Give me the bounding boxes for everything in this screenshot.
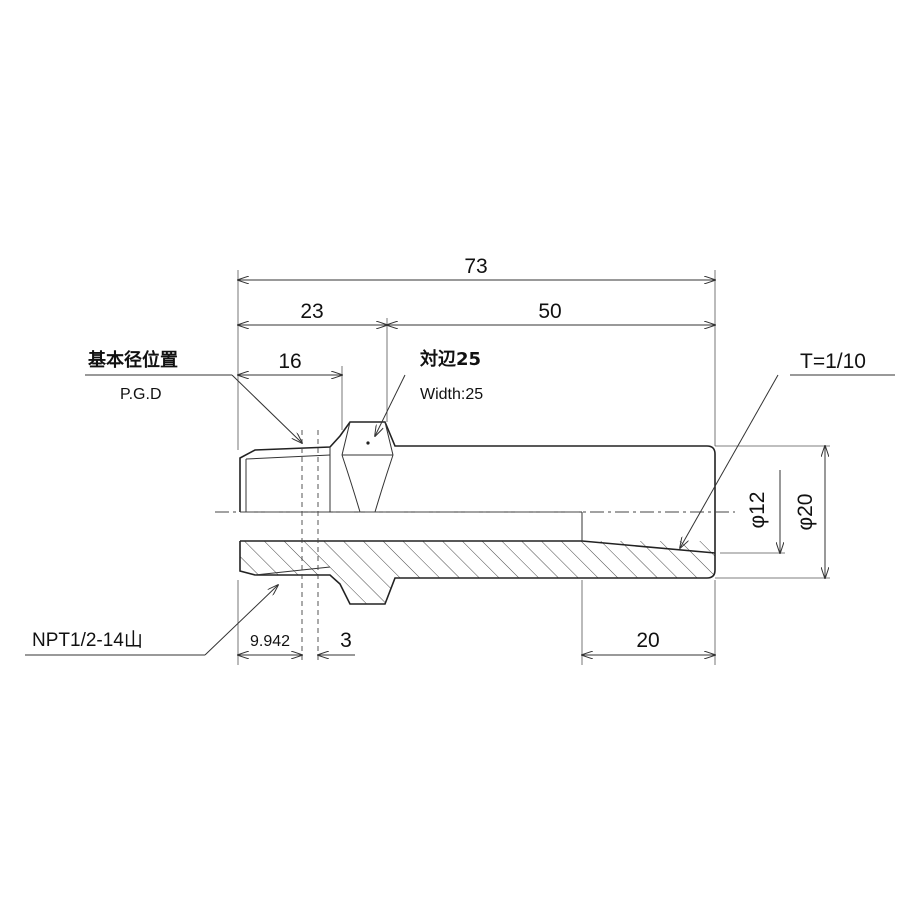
center-lines [215, 430, 735, 660]
dim-gauge-offset: 9.942 [250, 633, 290, 650]
label-taper: T=1/10 [800, 350, 866, 373]
dim-hex-section-length: 23 [300, 300, 323, 323]
label-hex-width-en: Width:25 [420, 386, 483, 403]
dimension-texts: 73 23 50 16 対辺25 Width:25 T=1/10 φ12 φ20… [250, 255, 866, 652]
dimension-lines [238, 280, 825, 655]
dim-gauge-length: 16 [278, 350, 301, 373]
dim-bore-diameter: φ12 [746, 492, 769, 529]
dim-outer-diameter: φ20 [794, 494, 817, 531]
label-pgd-en: P.G.D [120, 386, 162, 403]
leader-lines [25, 374, 895, 656]
dim-overall-length: 73 [464, 255, 487, 278]
extension-lines [237, 270, 830, 665]
dim-taper-length: 20 [636, 629, 659, 652]
dim-relief-length: 3 [340, 629, 352, 652]
label-hex-width-jp: 対辺25 [419, 348, 481, 370]
dim-body-length: 50 [538, 300, 561, 323]
label-pgd-jp: 基本径位置 [87, 349, 178, 371]
callout-labels: 基本径位置 P.G.D NPT1/2-14山 [32, 349, 178, 651]
label-thread: NPT1/2-14山 [32, 629, 143, 651]
